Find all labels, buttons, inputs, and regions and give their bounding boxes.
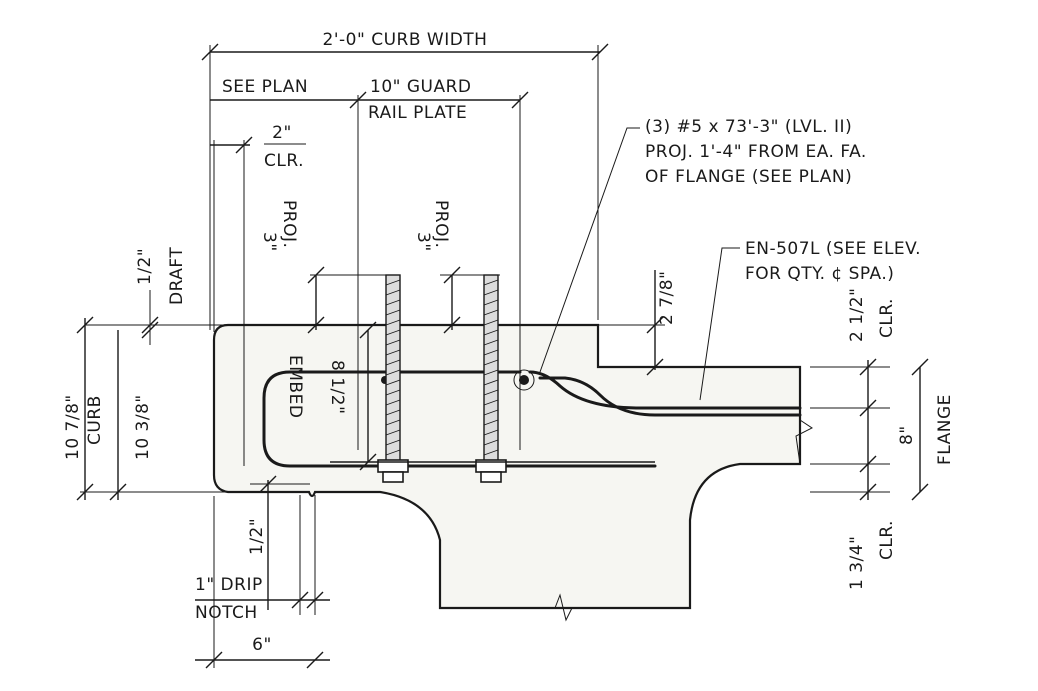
label-curb-bottom: CURB <box>85 395 105 445</box>
rebar-note-line-3: OF FLANGE (SEE PLAN) <box>645 167 852 187</box>
label-flange-bottom: FLANGE <box>935 394 955 465</box>
label-guard-rail-bottom: RAIL PLATE <box>368 103 467 123</box>
label-2-7-8: 2 7/8" <box>657 271 677 325</box>
rebar-note-line-1: (3) #5 x 73'-3" (LVL. II) <box>645 117 852 137</box>
rebar-dot-2 <box>519 375 529 385</box>
label-flange-top: 8" <box>897 425 917 445</box>
label-clr-1-3-4-bottom: CLR. <box>877 520 897 560</box>
label-clr-1-3-4-top: 1 3/4" <box>847 536 867 590</box>
label-curb-width: 2'-0" CURB WIDTH <box>323 30 488 50</box>
label-draft-bottom: DRAFT <box>167 247 187 305</box>
anchor-bolt-left <box>377 274 409 483</box>
label-proj-right-top: 3" <box>413 232 433 252</box>
label-see-plan: SEE PLAN <box>222 77 308 97</box>
anchor-bolt-right <box>475 274 507 483</box>
label-proj-right-bottom: PROJ. <box>431 200 451 248</box>
label-guard-rail-top: 10" GUARD <box>370 77 472 97</box>
label-10-3-8: 10 3/8" <box>133 394 153 460</box>
label-clr-2-bottom: CLR. <box>264 151 304 171</box>
label-embed-top: 8 1/2" <box>327 360 347 414</box>
label-embed-bottom: EMBED <box>285 355 305 418</box>
label-drip-bottom: NOTCH <box>195 603 258 623</box>
rebar-longitudinal <box>538 376 802 417</box>
en-note-line-1: EN-507L (SEE ELEV. <box>745 239 921 259</box>
label-half-inch: 1/2" <box>247 518 267 555</box>
rebar-stirrup <box>262 370 657 468</box>
label-proj-left-bottom: PROJ. <box>279 200 299 248</box>
en-note-line-2: FOR QTY. ¢ SPA.) <box>745 264 894 284</box>
label-clr-2-1-2-top: 2 1/2" <box>847 288 867 342</box>
label-clr-2-1-2-bottom: CLR. <box>877 298 897 338</box>
label-six-inch: 6" <box>252 635 272 655</box>
label-proj-left-top: 3" <box>259 232 279 252</box>
label-drip-top: 1" DRIP <box>195 575 263 595</box>
rebar-note-line-2: PROJ. 1'-4" FROM EA. FA. <box>645 142 867 162</box>
label-clr-2-top: 2" <box>272 123 292 143</box>
label-draft-top: 1/2" <box>135 248 155 285</box>
label-curb-top: 10 7/8" <box>63 394 83 460</box>
